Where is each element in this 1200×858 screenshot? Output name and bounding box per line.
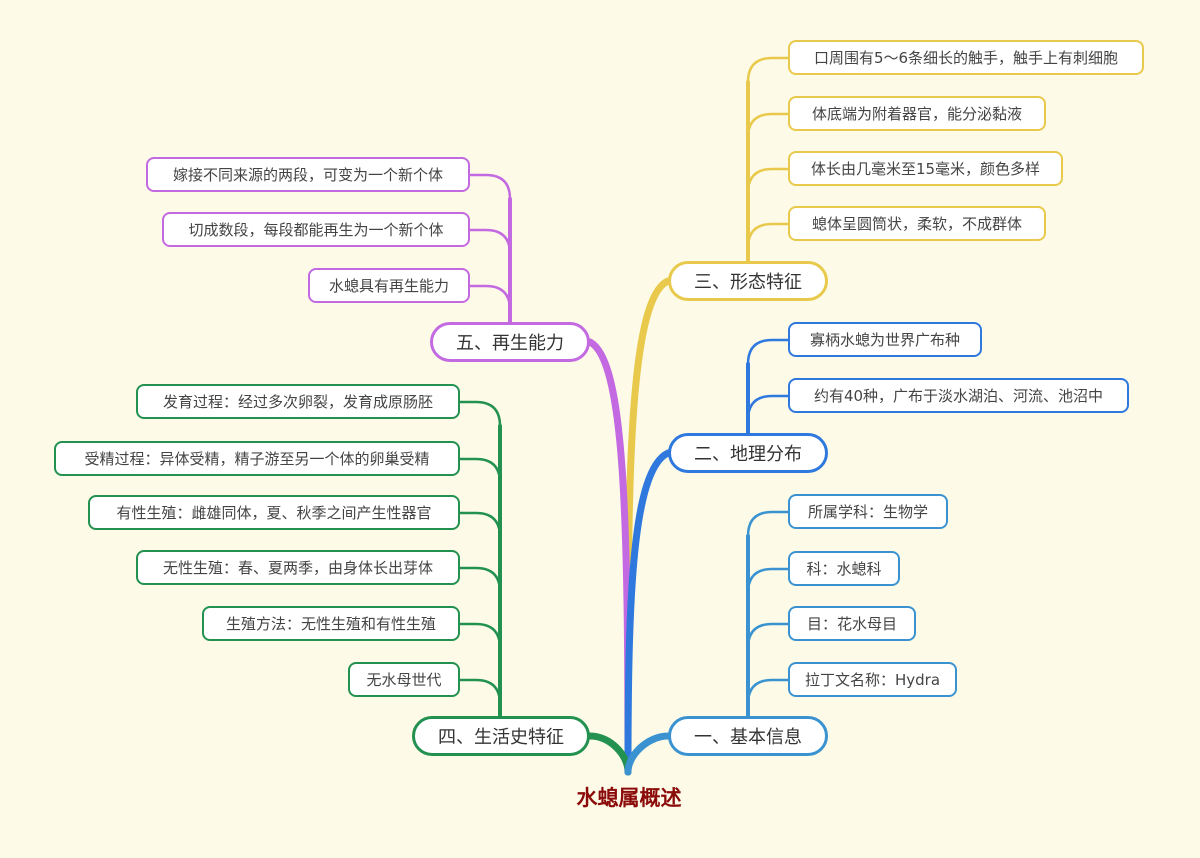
- leaf-connector: [746, 56, 790, 84]
- leaf-segment-regrowth[interactable]: 切成数段，每段都能再生为一个新个体: [162, 212, 470, 247]
- leaf-connector: [458, 622, 502, 650]
- leaf-connector: [468, 228, 512, 256]
- branch-geo-distribution[interactable]: 二、地理分布: [668, 433, 828, 473]
- leaf-body-length[interactable]: 体长由几毫米至15毫米，颜色多样: [788, 151, 1063, 186]
- leaf-regeneration-ability[interactable]: 水螅具有再生能力: [308, 268, 470, 303]
- leaf-connector: [458, 566, 502, 594]
- leaf-latin-name[interactable]: 拉丁文名称：Hydra: [788, 662, 957, 697]
- leaf-connector: [746, 567, 790, 595]
- leaf-no-medusa[interactable]: 无水母世代: [348, 662, 460, 697]
- leaf-family[interactable]: 科：水螅科: [788, 551, 900, 586]
- trunk-connector: [624, 732, 672, 776]
- leaf-sexual-reproduction[interactable]: 有性生殖：雌雄同体，夏、秋季之间产生性器官: [88, 495, 460, 530]
- root-topic[interactable]: 水螅属概述: [576, 786, 682, 810]
- leaf-connector: [746, 394, 790, 422]
- leaf-connector: [746, 510, 790, 538]
- leaf-connector: [746, 678, 790, 706]
- leaf-connector: [746, 167, 790, 195]
- leaf-discipline[interactable]: 所属学科：生物学: [788, 494, 948, 529]
- leaf-connector: [458, 457, 502, 485]
- branch-morphology[interactable]: 三、形态特征: [668, 261, 828, 301]
- leaf-basal-disc[interactable]: 体底端为附着器官，能分泌黏液: [788, 96, 1046, 131]
- leaf-reproduction-methods[interactable]: 生殖方法：无性生殖和有性生殖: [202, 606, 460, 641]
- trunk-connector: [586, 338, 632, 776]
- leaf-worldwide-species[interactable]: 寡柄水螅为世界广布种: [788, 322, 982, 357]
- leaf-connector: [746, 622, 790, 650]
- leaf-connector: [468, 173, 512, 201]
- trunk-connector: [624, 449, 672, 776]
- leaf-fertilization[interactable]: 受精过程：异体受精，精子游至另一个体的卵巢受精: [54, 441, 460, 476]
- leaf-connector: [746, 112, 790, 140]
- leaf-connector: [458, 400, 502, 428]
- leaf-order[interactable]: 目：花水母目: [788, 606, 916, 641]
- leaf-connector: [468, 284, 512, 312]
- trunk-connector: [586, 732, 632, 776]
- leaf-body-shape[interactable]: 螅体呈圆筒状，柔软，不成群体: [788, 206, 1046, 241]
- leaf-development[interactable]: 发育过程：经过多次卵裂，发育成原肠胚: [136, 384, 460, 419]
- leaf-grafting[interactable]: 嫁接不同来源的两段，可变为一个新个体: [146, 157, 470, 192]
- leaf-tentacles[interactable]: 口周围有5～6条细长的触手，触手上有刺细胞: [788, 40, 1144, 75]
- leaf-asexual-reproduction[interactable]: 无性生殖：春、夏两季，由身体长出芽体: [136, 550, 460, 585]
- leaf-connector: [458, 511, 502, 539]
- leaf-species-count[interactable]: 约有40种，广布于淡水湖泊、河流、池沼中: [788, 378, 1129, 413]
- branch-basic-info[interactable]: 一、基本信息: [668, 716, 828, 756]
- branch-regeneration[interactable]: 五、再生能力: [430, 322, 590, 362]
- trunk-connector: [624, 277, 672, 776]
- leaf-connector: [746, 338, 790, 366]
- leaf-connector: [458, 678, 502, 706]
- branch-life-history[interactable]: 四、生活史特征: [412, 716, 590, 756]
- leaf-connector: [746, 222, 790, 250]
